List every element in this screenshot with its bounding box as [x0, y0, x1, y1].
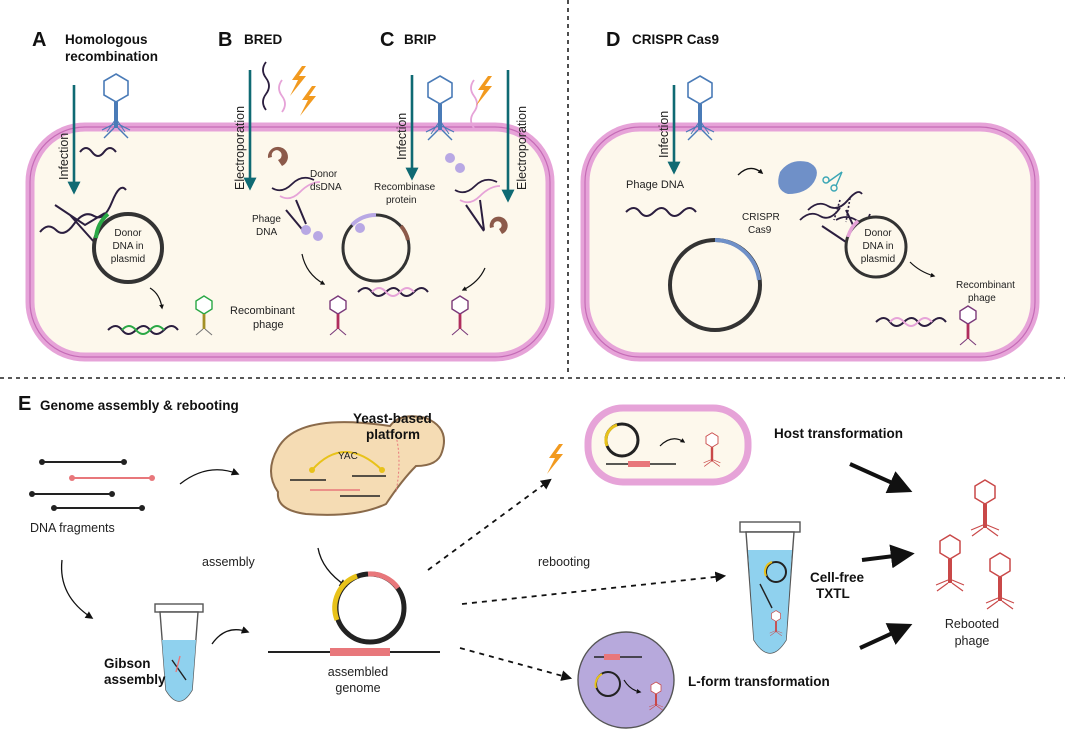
panel-letter-b: B: [218, 29, 232, 51]
yeast-label-1: Yeast-based: [353, 411, 432, 426]
dna-fragments-label: DNA fragments: [30, 521, 115, 535]
donor-plasmid-d: [844, 215, 908, 279]
panel-letter-d: D: [606, 29, 620, 51]
cellfree-label-2: TXTL: [816, 586, 850, 601]
yeast-label-2: platform: [366, 427, 420, 442]
cellfree-label-1: Cell-free: [810, 570, 865, 585]
rebooted-phage-icon-1: [970, 479, 1000, 537]
lightning-icon-c: [476, 76, 492, 106]
rebooted-phage-label-1: Rebooted: [945, 617, 999, 631]
lform-transformation-label: L-form transformation: [688, 674, 830, 689]
crispr-label-1: CRISPR: [742, 212, 780, 223]
host-transformation-label: Host transformation: [774, 426, 903, 441]
panel-c-title: BRIP: [404, 32, 436, 47]
electroporation-label-b: Electroporation: [233, 106, 247, 190]
cellfree-tube: [739, 521, 801, 654]
phage-dna-a: [39, 186, 127, 234]
assembled-genome-label-1: assembled: [328, 665, 388, 679]
electroporation-label-c: Electroporation: [515, 106, 529, 190]
donor-label-d-1: Donor: [864, 228, 892, 239]
panel-letter-e: E: [18, 393, 31, 415]
recombinase-label-1: Recombinase: [374, 182, 436, 193]
scissors-icon: [822, 171, 843, 192]
gibson-label-2: assembly: [104, 672, 166, 687]
yac-arc: [311, 451, 383, 471]
panel-letter-a: A: [32, 29, 46, 51]
assembled-genome-icon: [268, 571, 440, 656]
donor-label-d-3: plasmid: [861, 254, 895, 265]
rebooting-label: rebooting: [538, 555, 590, 569]
dna-fragments-icon: [29, 459, 155, 511]
recombinant-label-b-2: phage: [253, 319, 284, 331]
recombinant-label-b-1: Recombinant: [230, 305, 295, 317]
lightning-icon-b: [290, 66, 306, 96]
rebooted-phage-icon-3: [985, 552, 1015, 610]
recombinant-label-d-1: Recombinant: [956, 280, 1015, 291]
infection-label-a: Infection: [57, 133, 71, 180]
yac-label: YAC: [338, 451, 358, 462]
donor-label-a-1: Donor: [114, 228, 142, 239]
donor-dsdna-label-2: dsDNA: [310, 182, 342, 193]
crispr-label-2: Cas9: [748, 225, 772, 236]
lightning-icon-e: [547, 444, 563, 474]
infection-label-c: Infection: [395, 113, 409, 160]
gibson-tube: [154, 603, 204, 702]
lform-cell: [577, 631, 675, 729]
gibson-label-1: Gibson: [104, 656, 151, 671]
donor-label-a-2: DNA in: [112, 241, 143, 252]
panel-a-title-1: Homologous: [65, 32, 148, 47]
panel-a-title-2: recombination: [65, 49, 158, 64]
panel-letter-c: C: [380, 29, 394, 51]
donor-label-a-3: plasmid: [111, 254, 145, 265]
recombinase-label-2: protein: [386, 195, 417, 206]
donor-dsdna-label-1: Donor: [310, 169, 338, 180]
assembled-genome-label-2: genome: [335, 681, 380, 695]
phage-dna-label-2: DNA: [256, 227, 277, 238]
recombinant-label-d-2: phage: [968, 293, 996, 304]
panel-b-title: BRED: [244, 32, 283, 47]
rebooted-phage-icon-2: [935, 534, 965, 592]
panel-d-title: CRISPR Cas9: [632, 32, 719, 47]
recombinant-dna-a: [121, 325, 165, 335]
assembly-label: assembly: [202, 555, 256, 569]
cas9-icon: [778, 161, 817, 194]
phage-dna-label-d: Phage DNA: [626, 179, 685, 191]
host-cell: [584, 404, 752, 486]
infection-label-d: Infection: [657, 111, 671, 158]
donor-label-d-2: DNA in: [862, 241, 893, 252]
phage-dna-label-1: Phage: [252, 214, 281, 225]
panel-e-title: Genome assembly & rebooting: [40, 398, 239, 413]
rebooted-phage-label-2: phage: [955, 634, 990, 648]
donor-plasmid-a: [92, 212, 164, 284]
